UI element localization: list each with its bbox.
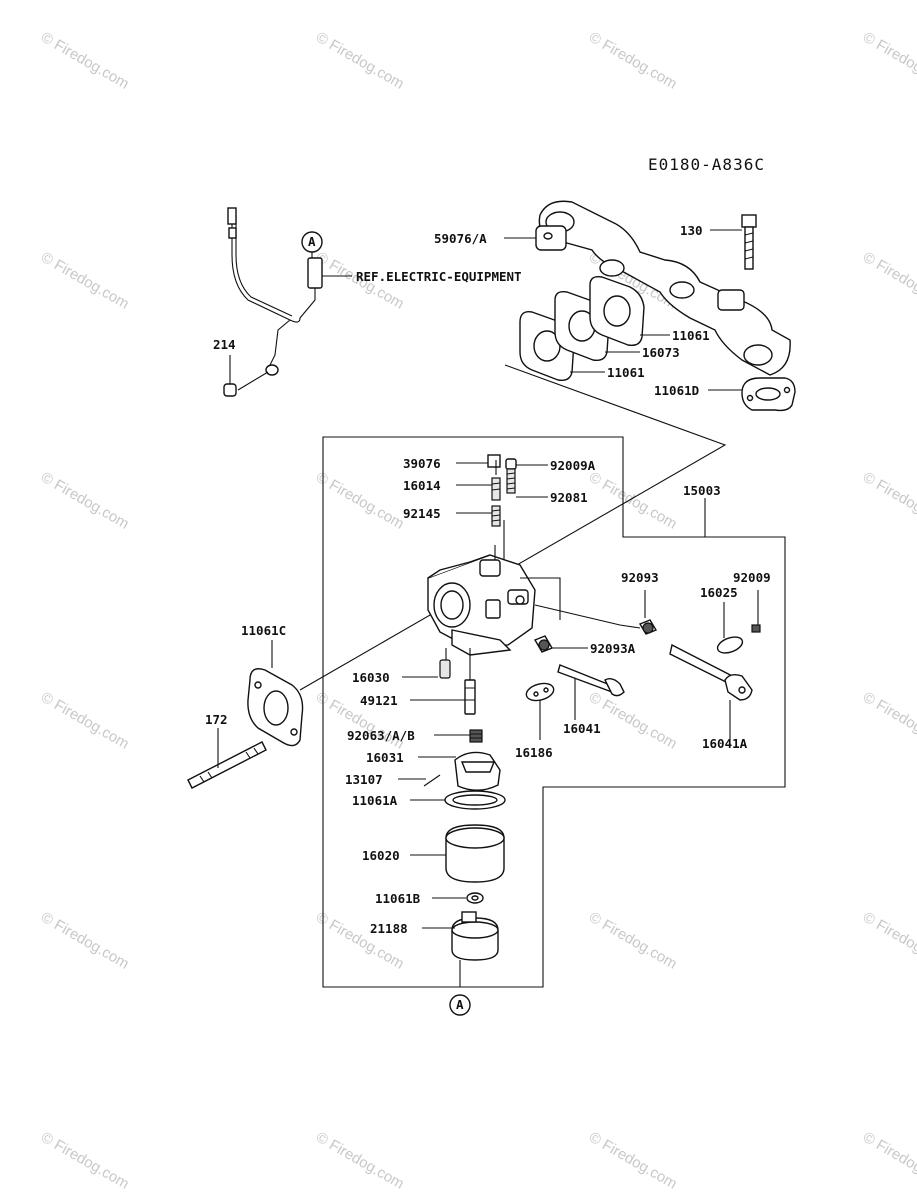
part-label-16031: 16031 xyxy=(366,750,404,765)
diagram-code: E0180-A836C xyxy=(648,155,765,174)
part-label-92081: 92081 xyxy=(550,490,588,505)
watermark: © Firedog.com xyxy=(38,909,132,973)
ref-marker-letter: A xyxy=(456,997,464,1012)
part-label-92009a: 92009A xyxy=(550,458,596,473)
idle-screws xyxy=(487,454,517,527)
part-label-11061c: 11061C xyxy=(241,623,286,638)
reference-note: REF.ELECTRIC-EQUIPMENT xyxy=(356,269,522,284)
part-label-92009: 92009 xyxy=(733,570,771,585)
part-label-11061d: 11061D xyxy=(654,383,699,398)
part-label-16020: 16020 xyxy=(362,848,400,863)
part-label-11061a: 11061A xyxy=(352,793,398,808)
watermark: © Firedog.com xyxy=(860,29,917,93)
part-label-11061b: 11061B xyxy=(375,891,421,906)
watermark: © Firedog.com xyxy=(586,909,680,973)
part-label-16073: 16073 xyxy=(642,345,680,360)
part-label-92063: 92063/A/B xyxy=(347,728,415,743)
bushing-92093a xyxy=(533,635,554,653)
jets xyxy=(439,648,476,715)
part-label-16030: 16030 xyxy=(352,670,390,685)
part-label-172: 172 xyxy=(205,712,228,727)
throttle-shaft-parts xyxy=(638,619,761,701)
part-label-16014: 16014 xyxy=(403,478,441,493)
ref-marker-letter: A xyxy=(308,234,316,249)
intake-manifold xyxy=(535,200,791,376)
part-label-92093: 92093 xyxy=(621,570,659,585)
watermark: © Firedog.com xyxy=(586,469,680,533)
spring-92063 xyxy=(469,729,483,743)
fuel-solenoid-assembly xyxy=(223,207,323,397)
part-label-49121: 49121 xyxy=(360,693,398,708)
watermark: © Firedog.com xyxy=(860,689,917,753)
ref-marker-bottom: A xyxy=(449,994,471,1016)
watermark: © Firedog.com xyxy=(38,1129,132,1193)
part-label-59076a: 59076/A xyxy=(434,231,487,246)
watermark: © Firedog.com xyxy=(313,29,407,93)
watermark: © Firedog.com xyxy=(313,469,407,533)
part-label-15003: 15003 xyxy=(683,483,721,498)
choke-plate xyxy=(525,682,555,702)
watermark: © Firedog.com xyxy=(860,1129,917,1193)
watermark: © Firedog.com xyxy=(586,29,680,93)
part-label-39076: 39076 xyxy=(403,456,441,471)
part-label-21188: 21188 xyxy=(370,921,408,936)
part-label-16041: 16041 xyxy=(563,721,601,736)
choke-shaft xyxy=(557,664,625,697)
part-label-92145: 92145 xyxy=(403,506,441,521)
watermark: © Firedog.com xyxy=(860,249,917,313)
watermark: © Firedog.com xyxy=(860,909,917,973)
gasket-11061c xyxy=(247,668,304,747)
bolt-130 xyxy=(741,214,757,270)
float-assembly xyxy=(423,751,506,810)
part-label-16041a: 16041A xyxy=(702,736,748,751)
carburetor-body xyxy=(427,520,536,656)
stud-172 xyxy=(187,741,267,789)
part-label-11061-bottom: 11061 xyxy=(607,365,645,380)
part-label-13107: 13107 xyxy=(345,772,383,787)
ref-marker-top: A xyxy=(301,231,323,258)
part-label-11061-top: 11061 xyxy=(672,328,710,343)
carburetor-assembly-boundary xyxy=(322,436,786,988)
manifold-gaskets xyxy=(519,275,796,412)
part-label-92093a: 92093A xyxy=(590,641,636,656)
part-label-16025: 16025 xyxy=(700,585,738,600)
watermark: © Firedog.com xyxy=(860,469,917,533)
part-label-214: 214 xyxy=(213,337,236,352)
solenoid-21188 xyxy=(451,911,499,987)
part-label-130: 130 xyxy=(680,223,703,238)
washer-11061b xyxy=(466,892,484,904)
watermark: © Firedog.com xyxy=(38,29,132,93)
watermark: © Firedog.com xyxy=(586,1129,680,1193)
watermark: © Firedog.com xyxy=(313,909,407,973)
watermark: © Firedog.com xyxy=(38,249,132,313)
watermark: © Firedog.com xyxy=(38,689,132,753)
float-bowl xyxy=(445,824,505,883)
watermark: © Firedog.com xyxy=(313,1129,407,1193)
part-label-16186: 16186 xyxy=(515,745,553,760)
watermark: © Firedog.com xyxy=(38,469,132,533)
